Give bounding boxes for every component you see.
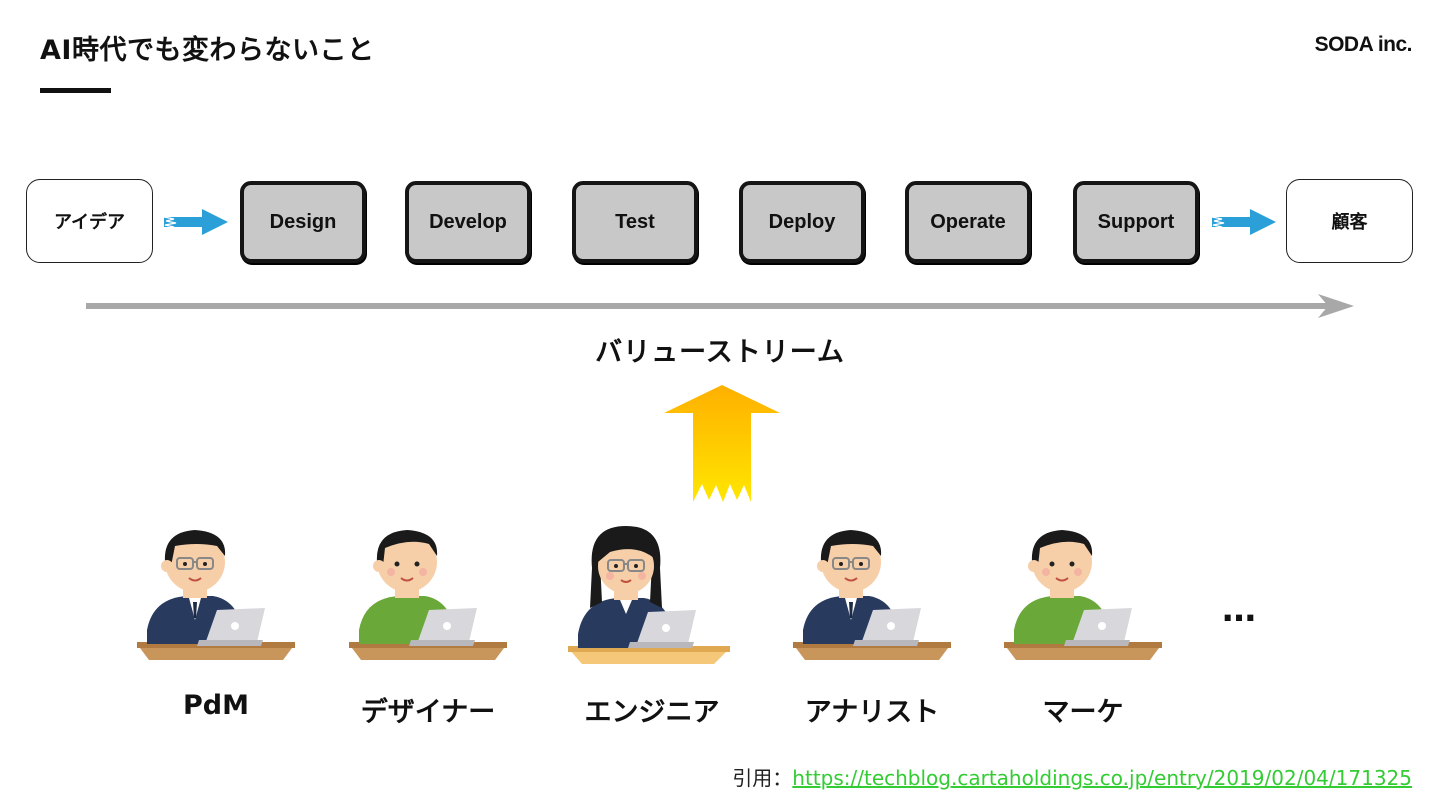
- gray-arrow-icon: [86, 294, 1354, 318]
- value-stream-label: バリューストリーム: [595, 337, 845, 368]
- role-label-analyst: アナリスト: [804, 697, 940, 728]
- stage-support: Support: [1073, 181, 1199, 263]
- gradient-up-arrow-icon: [664, 385, 780, 502]
- role-label-designer: デザイナー: [360, 697, 496, 728]
- blue-arrow-icon: [163, 209, 228, 235]
- role-label-engineer: エンジニア: [584, 697, 720, 728]
- customer-box: 顧客: [1286, 179, 1413, 263]
- blue-arrow-icon: [1211, 209, 1276, 235]
- title-underline: [40, 88, 111, 93]
- citation-link[interactable]: https://techblog.cartaholdings.co.jp/ent…: [792, 766, 1412, 790]
- citation-prefix: 引用：: [732, 766, 793, 790]
- person-engineer-icon: [568, 526, 730, 664]
- company-logo: SODA inc.: [1314, 33, 1413, 56]
- role-label-marketing: マーケ: [1042, 697, 1124, 728]
- stage-design: Design: [240, 181, 366, 263]
- more-roles-ellipsis: …: [1222, 590, 1258, 630]
- stage-operate: Operate: [905, 181, 1031, 263]
- stage-deploy: Deploy: [739, 181, 865, 263]
- citation: 引用：https://techblog.cartaholdings.co.jp/…: [732, 762, 1412, 791]
- stage-develop: Develop: [405, 181, 531, 263]
- idea-box: アイデア: [26, 179, 153, 263]
- person-pdm-icon: [137, 530, 295, 660]
- person-analyst-icon: [793, 530, 951, 660]
- stage-test: Test: [572, 181, 698, 263]
- person-designer-icon: [349, 530, 507, 660]
- role-label-pdm: PdM: [183, 690, 249, 721]
- person-marketing-icon: [1004, 530, 1162, 660]
- page-title: AI時代でも変わらないこと: [40, 35, 375, 66]
